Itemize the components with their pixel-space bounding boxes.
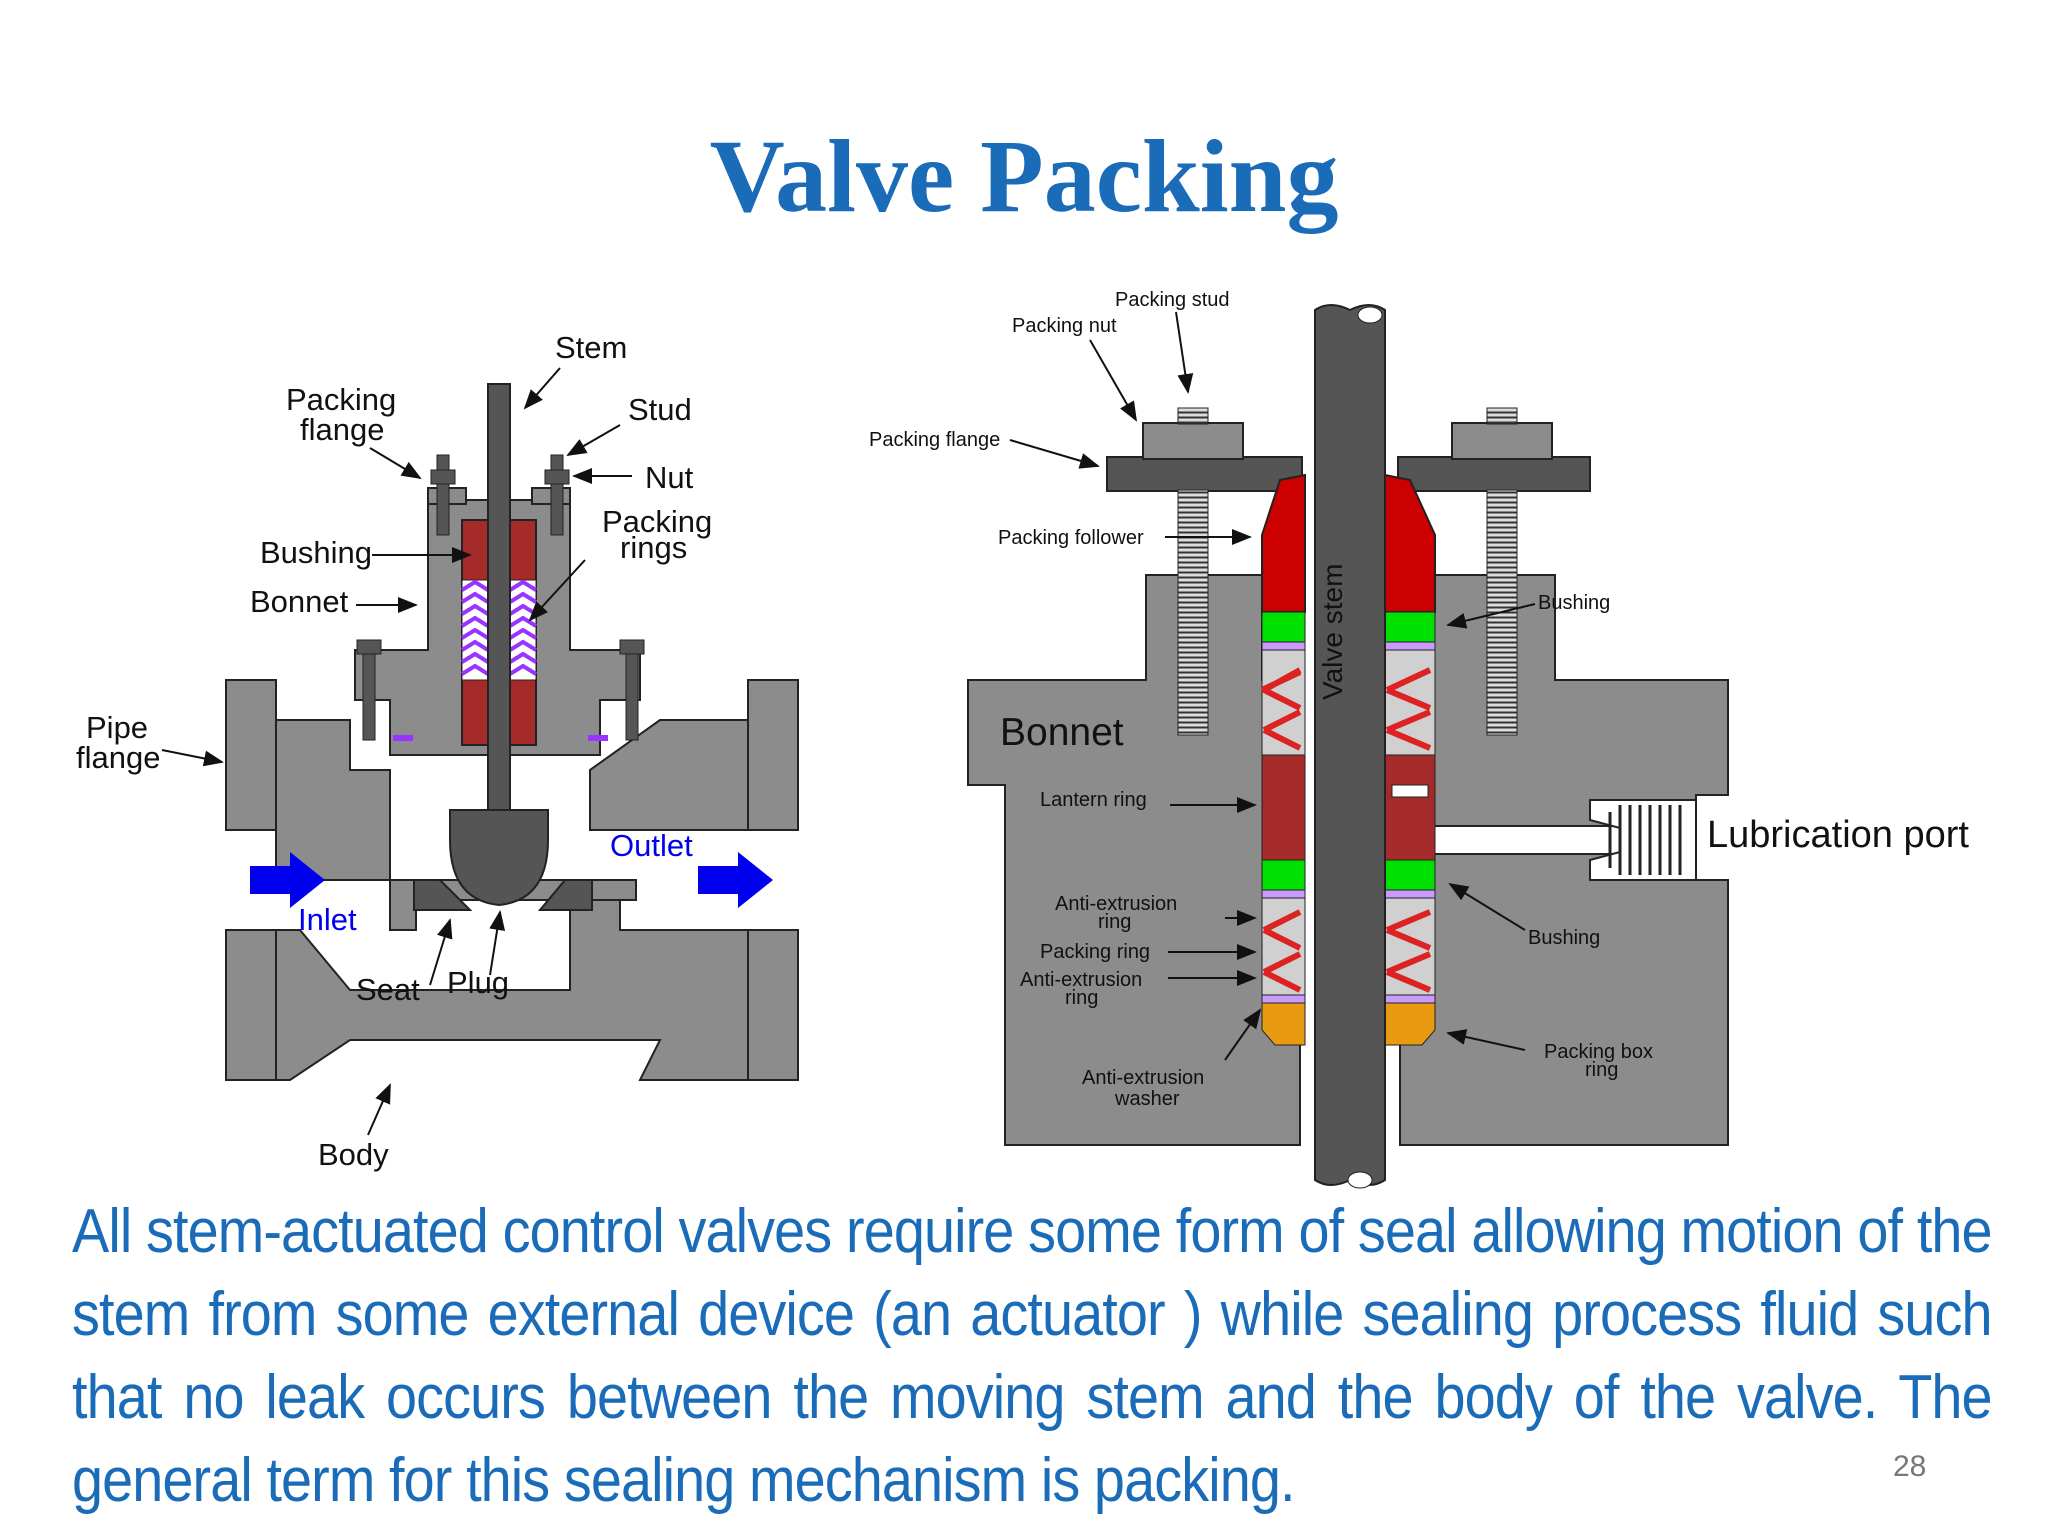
label-valve-stem: Valve stem bbox=[1317, 564, 1348, 700]
label-bushing-top: Bushing bbox=[1538, 592, 1610, 614]
packing-rings bbox=[460, 519, 538, 746]
label-outlet: Outlet bbox=[610, 828, 693, 863]
label-packing-box-ring-line1: Packing box bbox=[1544, 1041, 1653, 1063]
inlet-arrow-icon bbox=[250, 852, 325, 908]
page-number: 28 bbox=[1893, 1450, 1927, 1483]
label-packing-follower: Packing follower bbox=[998, 527, 1144, 549]
label-stud: Stud bbox=[628, 392, 692, 427]
label-nut: Nut bbox=[645, 460, 694, 495]
label-packing-rings-line1: Packing bbox=[602, 504, 712, 539]
label-bushing-bottom: Bushing bbox=[1528, 927, 1600, 949]
slide-title: Valve Packing bbox=[709, 119, 1339, 234]
packing-detail-diagram: Packing stud Packing nut Packing flange … bbox=[869, 289, 1969, 1189]
label-packing-box-ring-line2: ring bbox=[1585, 1059, 1618, 1081]
packing-stud-right bbox=[1486, 489, 1518, 736]
label-packing-rings-line2: rings bbox=[620, 530, 687, 565]
label-lubrication-port: Lubrication port bbox=[1707, 814, 1969, 856]
studs-and-nuts bbox=[356, 454, 645, 741]
label-body: Body bbox=[318, 1137, 389, 1172]
label-anti-extrusion-washer-line1: Anti-extrusion bbox=[1082, 1067, 1204, 1089]
packing-stack-right bbox=[1384, 473, 1436, 1046]
label-lantern-ring: Lantern ring bbox=[1040, 789, 1147, 811]
label-packing-stud: Packing stud bbox=[1115, 289, 1230, 311]
label-bonnet-right: Bonnet bbox=[1000, 711, 1124, 754]
globe-valve-diagram: Stem Packing flange Stud Nut Packing rin… bbox=[76, 330, 799, 1172]
label-anti-extrusion-ring-1-line1: Anti-extrusion bbox=[1055, 893, 1177, 915]
packing-stack-left bbox=[1260, 473, 1306, 1046]
outlet-arrow-icon bbox=[698, 852, 773, 908]
label-anti-extrusion-ring-2-line2: ring bbox=[1065, 987, 1098, 1009]
label-packing-nut: Packing nut bbox=[1012, 315, 1117, 337]
label-anti-extrusion-ring-2-line1: Anti-extrusion bbox=[1020, 969, 1142, 991]
label-stem: Stem bbox=[555, 330, 627, 365]
left-labels: Stem Packing flange Stud Nut Packing rin… bbox=[76, 330, 712, 1172]
label-anti-extrusion-washer-line2: washer bbox=[1114, 1088, 1180, 1110]
valve-stem-shaft bbox=[1314, 304, 1386, 1189]
right-leader-lines bbox=[1009, 311, 1536, 1061]
label-anti-extrusion-ring-1-line2: ring bbox=[1098, 911, 1131, 933]
right-labels: Packing stud Packing nut Packing flange … bbox=[869, 289, 1969, 1110]
label-seat: Seat bbox=[356, 972, 420, 1007]
label-inlet: Inlet bbox=[298, 902, 357, 937]
stem-and-plug bbox=[449, 383, 549, 907]
label-packing-ring: Packing ring bbox=[1040, 941, 1150, 963]
body-paragraph: All stem-actuated control valves require… bbox=[72, 1197, 1993, 1515]
packing-stud-left bbox=[1177, 489, 1209, 736]
left-leader-lines bbox=[161, 367, 632, 1136]
flow-arrows bbox=[250, 852, 773, 908]
label-packing-flange: Packing flange bbox=[869, 429, 1000, 451]
packing-flange-plate bbox=[1106, 407, 1591, 736]
label-bushing: Bushing bbox=[260, 535, 372, 570]
label-pipe-flange-line1: Pipe bbox=[86, 710, 148, 745]
label-packing-flange-line2: flange bbox=[300, 412, 384, 447]
label-packing-flange-line1: Packing bbox=[286, 382, 396, 417]
label-bonnet: Bonnet bbox=[250, 584, 349, 619]
label-plug: Plug bbox=[447, 965, 509, 1000]
bonnet-block bbox=[967, 574, 1729, 1146]
label-pipe-flange-line2: flange bbox=[76, 740, 160, 775]
